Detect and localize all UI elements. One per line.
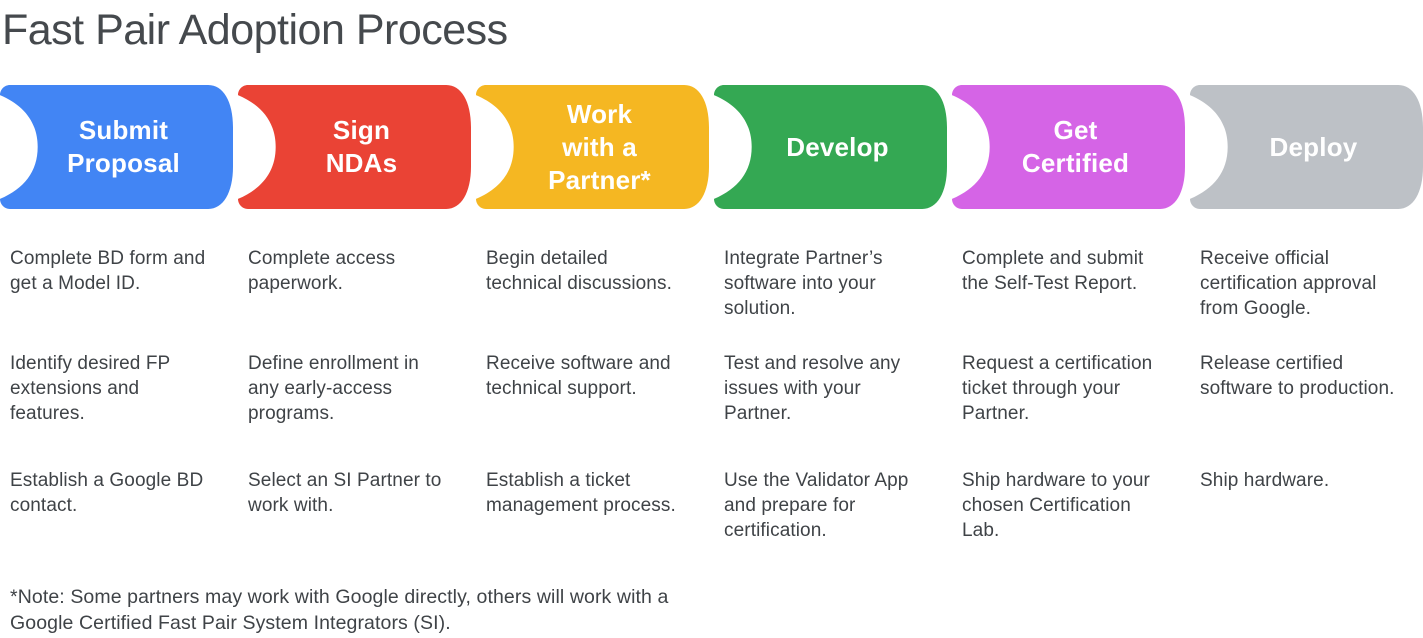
step-label-line: Partner* — [548, 164, 651, 195]
step-label-line: Deploy — [1269, 131, 1358, 162]
step-detail-col3-row2: Receive software and technical support. — [486, 353, 671, 399]
step-detail-col4-row2: Test and resolve any issues with your Pa… — [724, 353, 901, 424]
step-detail-col3-row3: Establish a ticket management process. — [486, 470, 676, 516]
step-detail-col1-row1: Complete BD form and get a Model ID. — [10, 248, 206, 294]
step-chevron-shape — [714, 85, 947, 209]
step-chevron-shape — [0, 85, 233, 209]
step-detail-col4-row1: Integrate Partner’s software into your s… — [724, 248, 883, 319]
step-detail-col4-row3: Use the Validator App and prepare for ce… — [724, 470, 909, 541]
step-chevron-shape — [476, 85, 709, 209]
process-step-shape-4: Develop — [714, 85, 947, 209]
step-label-line: Get — [1053, 115, 1098, 145]
step-label-line: Work — [566, 98, 633, 129]
step-detail-col1-row2: Identify desired FP extensions and featu… — [10, 353, 170, 424]
step-label-line: Develop — [786, 131, 889, 162]
step-chevron-shape — [238, 85, 471, 209]
step-label-line: Submit — [78, 115, 169, 145]
step-label-line: Proposal — [67, 148, 180, 178]
step-chevron-shape — [1190, 85, 1423, 209]
step-detail-col5-row3: Ship hardware to your chosen Certificati… — [962, 470, 1150, 541]
process-step-shape-6: Deploy — [1190, 85, 1423, 209]
step-label-line: Sign — [332, 115, 391, 145]
step-detail-col2-row1: Complete access paperwork. — [248, 248, 396, 294]
step-detail-col6-row2: Release certified software to production… — [1200, 353, 1395, 399]
footnote: *Note: Some partners may work with Googl… — [10, 586, 669, 634]
step-detail-col5-row1: Complete and submit the Self-Test Report… — [962, 248, 1144, 294]
step-label-line: Certified — [1021, 148, 1130, 178]
step-label: Develop — [714, 85, 947, 209]
step-detail-col1-row3: Establish a Google BD contact. — [10, 470, 204, 516]
step-label-line: with a — [562, 131, 637, 162]
step-detail-col2-row3: Select an SI Partner to work with. — [248, 470, 442, 516]
step-label: Deploy — [1190, 85, 1423, 209]
step-detail-col6-row1: Receive official certification approval … — [1200, 248, 1377, 319]
step-label-line: NDAs — [325, 148, 398, 178]
step-details-grid: Complete BD form and get a Model ID. Comp… — [0, 246, 1423, 543]
page-title: Fast Pair Adoption Process — [2, 6, 508, 54]
step-detail-col3-row1: Begin detailed technical discussions. — [486, 248, 672, 294]
step-detail-col2-row2: Define enrollment in any early-access pr… — [248, 353, 419, 424]
step-detail-col5-row2: Request a certification ticket through y… — [962, 353, 1153, 424]
step-detail-col6-row3: Ship hardware. — [1200, 470, 1330, 491]
step-chevron-shape — [952, 85, 1185, 209]
